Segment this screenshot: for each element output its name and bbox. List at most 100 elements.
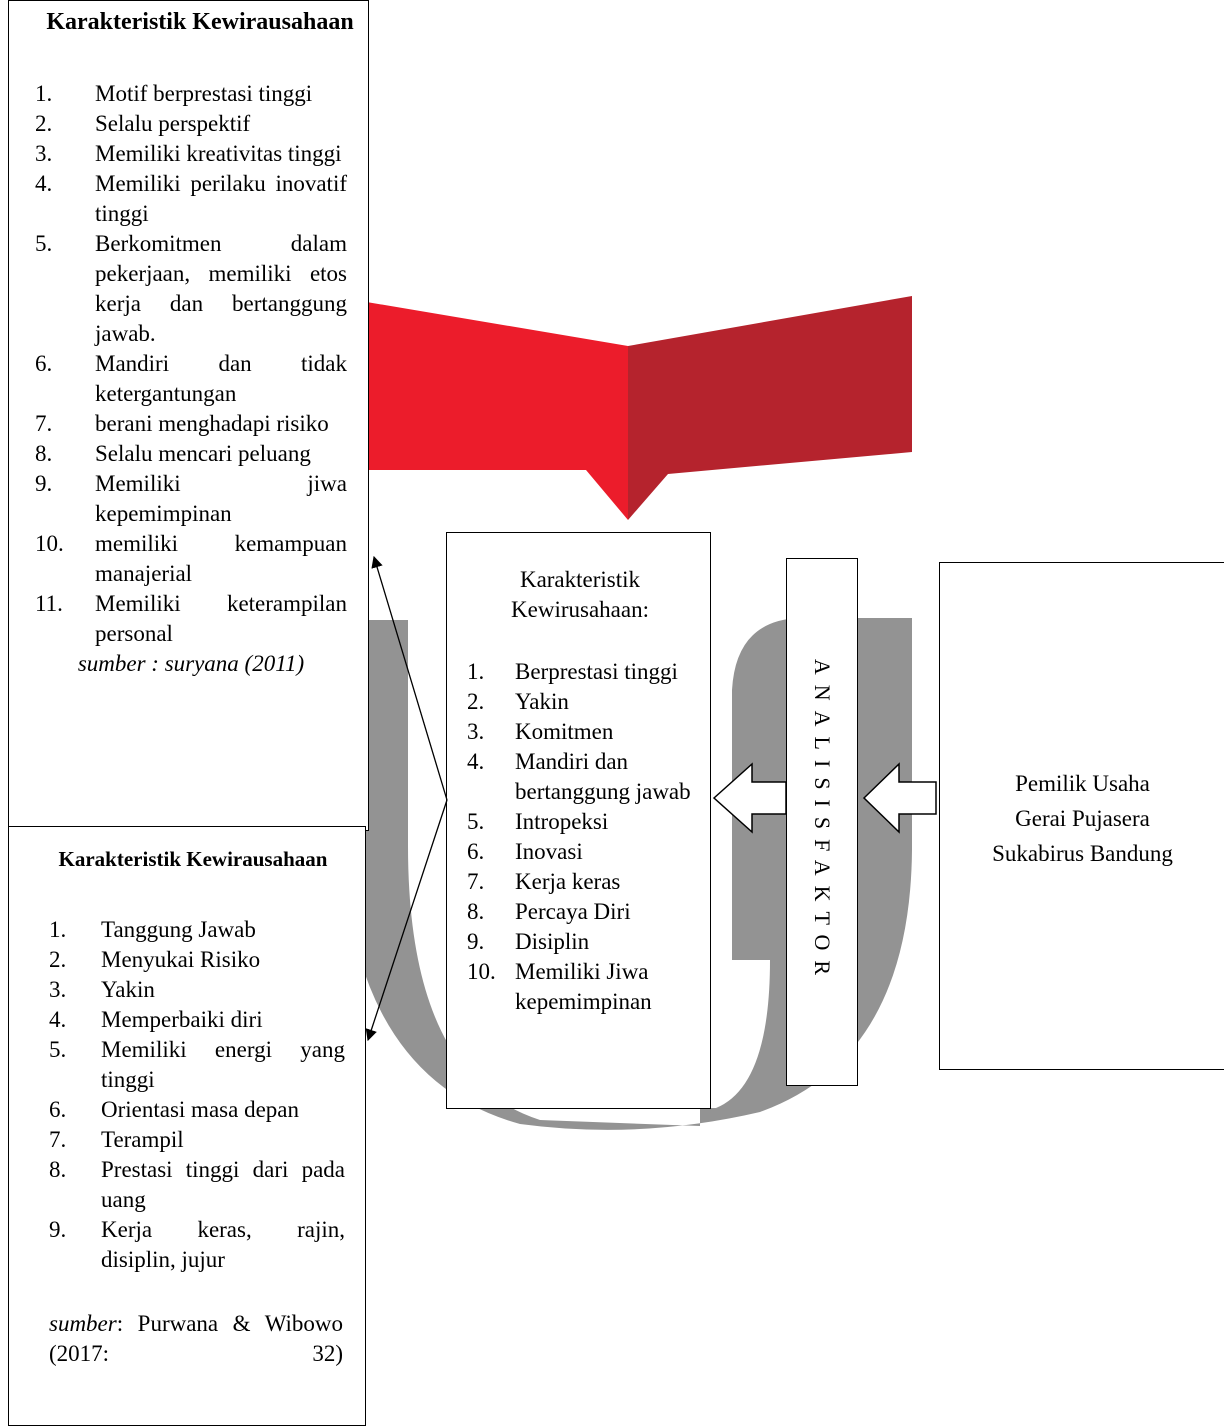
list-item-number: 8.: [49, 1157, 67, 1183]
list-item: 1. Berprestasi tinggi: [467, 657, 703, 687]
list-item-text: Prestasi tinggi dari pada uang: [101, 1157, 345, 1213]
list-item-text: Berkomitmen dalam pekerjaan, memiliki et…: [95, 230, 347, 346]
list-item: 5.Memiliki energi yang tinggi: [49, 1035, 345, 1095]
watermark-book-left-page: [343, 298, 628, 520]
list-item-text: Memiliki jiwa kepemimpinan: [95, 470, 347, 526]
list-item-number: 8.: [467, 899, 485, 924]
list-item-text: Memperbaiki diri: [101, 1007, 263, 1033]
list-item-text: Memiliki Jiwa kepemimpinan: [515, 959, 652, 1014]
list-item-number: 10.: [35, 530, 64, 556]
characteristics-list: 1. Berprestasi tinggi 2. Yakin 3. Komitmen 4.M…: [467, 657, 703, 1017]
list-item-number: 7.: [35, 410, 53, 436]
list-item-text: Berprestasi tinggi: [515, 659, 678, 684]
list-item-number: 11.: [35, 590, 63, 616]
subject-line: Gerai Pujasera: [1015, 806, 1150, 831]
list-item-text: Komitmen: [515, 719, 614, 744]
subject-line: Sukabirus Bandung: [992, 841, 1173, 866]
box-title: Karakteristik Kewirusahaan:: [511, 567, 649, 622]
list-item: 7. Terampil: [49, 1125, 345, 1155]
list-item: 10. memiliki kemampuan manajerial: [35, 529, 347, 589]
list-item-text: Terampil: [101, 1127, 184, 1153]
characteristics-box-suryana: Karakteristik Kewirausahaan 1. Motif berp…: [8, 0, 369, 831]
box-title: Karakteristik Kewirausahaan: [46, 9, 354, 35]
list-item-number: 10.: [467, 959, 496, 984]
list-item-number: 2.: [35, 110, 53, 136]
list-item-text: Mandiri dan tidak ketergantungan: [95, 350, 347, 406]
list-item: 3.Yakin: [49, 975, 345, 1005]
list-item: 9. Memiliki jiwa kepemimpinan: [35, 469, 347, 529]
list-item: 2. Menyukai Risiko: [49, 945, 345, 975]
list-item-text: Tanggung Jawab: [101, 917, 256, 943]
list-item: 6. Inovasi: [467, 837, 703, 867]
list-item-number: 5.: [49, 1037, 67, 1063]
box-title: Karakteristik Kewirausahaan: [58, 847, 328, 871]
list-item: 2. Selalu perspektif: [35, 109, 347, 139]
list-item-text: Kerja keras: [515, 869, 621, 894]
list-item-number: 3.: [35, 140, 53, 166]
list-item-text: Kerja keras, rajin, disiplin, jujur: [101, 1217, 345, 1273]
list-item-number: 5.: [35, 230, 53, 256]
list-item-text: berani menghadapi risiko: [95, 410, 329, 436]
list-item: 6.Orientasi masa depan: [49, 1095, 345, 1125]
list-item-text: Disiplin: [515, 929, 590, 954]
characteristics-box-purwana: Karakteristik Kewirausahaan 1.Tanggung J…: [8, 826, 366, 1426]
source-text: : Purwana & Wibowo (2017: 32): [49, 1311, 343, 1367]
list-item-text: Memiliki kreativitas tinggi: [95, 140, 342, 166]
characteristics-list: 1. Motif berprestasi tinggi 2. Selalu persp…: [35, 79, 347, 649]
list-item: 4.Mandiri dan bertanggung jawab: [467, 747, 703, 807]
watermark-shield: [343, 618, 912, 1130]
list-item-number: 2.: [467, 689, 485, 714]
list-item: 8. Percaya Diri: [467, 897, 703, 927]
list-item: 8. Prestasi tinggi dari pada uang: [49, 1155, 345, 1215]
list-item-text: Yakin: [515, 689, 569, 714]
list-item: 5. Berkomitmen dalam pekerjaan, memiliki …: [35, 229, 347, 349]
list-item: 2. Yakin: [467, 687, 703, 717]
list-item: 4. Memperbaiki diri: [49, 1005, 345, 1035]
source-citation: sumber: Purwana & Wibowo (2017: 32): [49, 1309, 343, 1369]
list-item-number: 4.: [35, 170, 53, 196]
list-item-text: Selalu mencari peluang: [95, 440, 311, 466]
list-item: 3. Memiliki kreativitas tinggi: [35, 139, 347, 169]
list-item-number: 8.: [35, 440, 53, 466]
list-item-number: 7.: [467, 869, 485, 894]
list-item-text: Selalu perspektif: [95, 110, 251, 136]
source-label: sumber: [49, 1311, 117, 1337]
list-item: 1. Motif berprestasi tinggi: [35, 79, 347, 109]
list-item-number: 3.: [467, 719, 485, 744]
list-item-number: 4.: [49, 1007, 67, 1033]
list-item-text: Inovasi: [515, 839, 583, 864]
list-item: 8. Selalu mencari peluang: [35, 439, 347, 469]
list-item: 7. Kerja keras: [467, 867, 703, 897]
list-item-text: Percaya Diri: [515, 899, 631, 924]
list-item-number: 1.: [35, 80, 53, 106]
list-item: 4. Memiliki perilaku inovatif tinggi: [35, 169, 347, 229]
list-item-number: 6.: [35, 350, 53, 376]
list-item-text: Yakin: [101, 977, 155, 1003]
list-item-number: 9.: [467, 929, 485, 954]
list-item-number: 9.: [49, 1217, 67, 1243]
analysis-box: ANALISISFAKTOR: [786, 558, 858, 1086]
subject-line: Pemilik Usaha: [1015, 771, 1150, 796]
list-item-number: 7.: [49, 1127, 67, 1153]
list-item-number: 6.: [467, 839, 485, 864]
list-item: 11.Memiliki keterampilan personal: [35, 589, 347, 649]
list-item: 9. Disiplin: [467, 927, 703, 957]
analysis-label: ANALISISFAKTOR: [810, 658, 835, 986]
list-item-number: 5.: [467, 809, 485, 834]
list-item-text: Memiliki perilaku inovatif tinggi: [95, 170, 347, 226]
list-item-text: Menyukai Risiko: [101, 947, 261, 973]
list-item-text: memiliki kemampuan manajerial: [95, 530, 347, 586]
list-item-number: 2.: [49, 947, 67, 973]
subject-box: Pemilik Usaha Gerai Pujasera Sukabirus B…: [939, 562, 1224, 1070]
list-item: 6. Mandiri dan tidak ketergantungan: [35, 349, 347, 409]
watermark-book-right-page: [628, 296, 912, 520]
list-item-number: 1.: [467, 659, 485, 684]
list-item-number: 6.: [49, 1097, 67, 1123]
list-item: 7. berani menghadapi risiko: [35, 409, 347, 439]
list-item: 3. Komitmen: [467, 717, 703, 747]
list-item-number: 9.: [35, 470, 53, 496]
source-citation: sumber : suryana (2011): [77, 650, 305, 676]
list-item-text: Motif berprestasi tinggi: [95, 80, 313, 106]
